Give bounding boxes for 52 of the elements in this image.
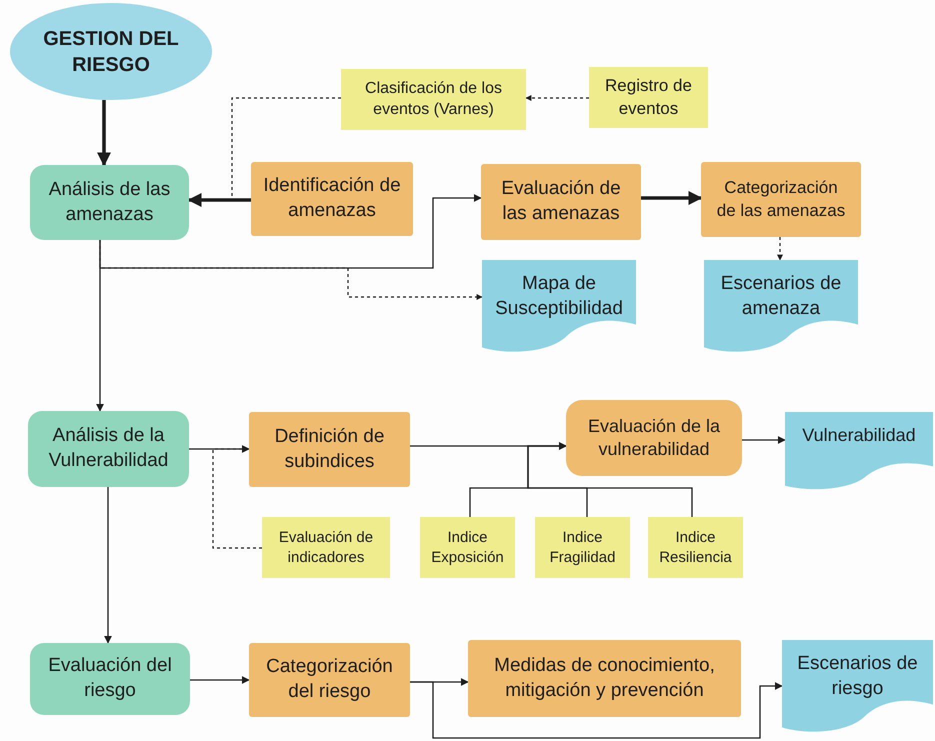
arrow xyxy=(99,194,482,269)
node-label: Evaluación de la vulnerabilidad xyxy=(586,414,722,461)
note-box xyxy=(341,69,526,130)
arrow xyxy=(189,445,250,453)
process-box xyxy=(249,643,410,717)
arrow xyxy=(742,436,786,444)
node-label: Análisis de las amenazas xyxy=(48,178,170,226)
process-box xyxy=(249,412,410,487)
node-label: Categorización de las amenazas xyxy=(716,177,846,222)
arrow xyxy=(525,95,589,101)
process-box xyxy=(468,640,741,717)
stage-box xyxy=(28,411,189,487)
node-label: Registro de eventos xyxy=(604,75,693,120)
arrow xyxy=(641,191,702,205)
node-label: Indice Resiliencia xyxy=(658,528,733,567)
arrow xyxy=(190,676,250,684)
note-box xyxy=(648,517,743,578)
node-label: Clasificación de los eventos (Varnes) xyxy=(364,78,503,120)
node-label: Indice Fragilidad xyxy=(548,528,616,567)
node-label: Escenarios de riesgo xyxy=(796,652,919,701)
node-label: Evaluación de las amenazas xyxy=(500,177,622,226)
stage-box xyxy=(30,643,190,715)
node-label: Evaluación de indicadores xyxy=(278,528,374,567)
node-label: Mapa de Susceptibilidad xyxy=(494,272,624,321)
process-box xyxy=(251,162,413,236)
node-label: Vulnerabilidad xyxy=(802,424,916,447)
note-box xyxy=(589,67,708,128)
process-box xyxy=(701,162,861,237)
node-label: Indice Exposición xyxy=(430,528,505,567)
node-label: Categorización del riesgo xyxy=(265,655,394,704)
arrow xyxy=(777,237,783,261)
node-label: Definición de subindices xyxy=(274,424,386,474)
node-label: GESTION DEL RIESGO xyxy=(42,26,180,78)
arrow xyxy=(97,100,111,166)
note-box xyxy=(420,517,515,578)
arrow xyxy=(104,487,112,644)
process-box xyxy=(481,164,641,240)
note-box xyxy=(535,517,630,578)
arrow xyxy=(96,240,104,412)
node-label: Evaluación del riesgo xyxy=(47,654,173,703)
document-shape xyxy=(785,412,933,492)
arrow xyxy=(410,681,783,739)
node-label: Medidas de conocimiento, mitigación y prevención xyxy=(493,654,716,702)
arrow xyxy=(188,193,251,207)
note-box xyxy=(262,517,390,578)
process-box xyxy=(566,400,742,476)
arrow xyxy=(212,446,262,549)
stage-box xyxy=(30,165,189,240)
arrow xyxy=(527,442,693,517)
node-label: Identificación de amenazas xyxy=(262,174,402,223)
node-label: Análisis de la Vulnerabilidad xyxy=(48,424,170,473)
node-label: Escenarios de amenaza xyxy=(720,272,842,321)
